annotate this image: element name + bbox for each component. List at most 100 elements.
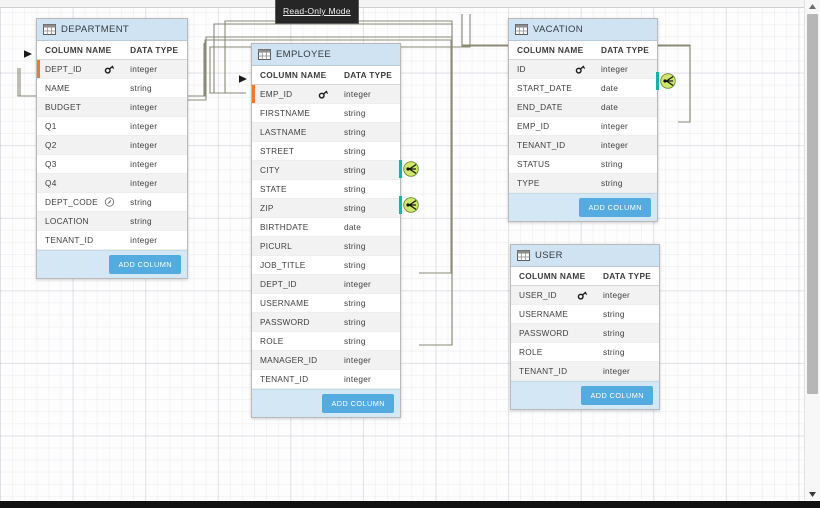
column-name-cell[interactable]: PICURL [252,236,336,256]
column-name-cell[interactable]: STATE [252,179,336,199]
column-name-cell[interactable]: BIRTHDATE [252,217,336,237]
column-name-cell[interactable]: CITY [252,160,336,180]
column-name-cell[interactable]: USERNAME [511,304,595,324]
column-name-cell[interactable]: NAME [37,78,123,98]
column-name-cell[interactable]: MANAGER_ID [252,350,336,370]
column-type-cell[interactable]: string [122,192,187,212]
column-name-cell[interactable]: DEPT_ID [37,59,123,79]
column-type-cell[interactable]: string [592,154,657,174]
column-type-cell[interactable]: integer [122,154,187,174]
column-name-cell[interactable]: TYPE [509,173,593,193]
column-name-cell[interactable]: ROLE [252,331,336,351]
column-type-cell[interactable]: string [122,78,187,98]
column-type-cell[interactable]: string [594,323,659,343]
column-name-cell[interactable]: Q2 [37,135,123,155]
column-type-cell[interactable]: string [335,236,400,256]
entity-title-bar[interactable]: VACATION [509,19,657,41]
column-name-cell[interactable]: FIRSTNAME [252,103,336,123]
column-type-cell[interactable]: date [592,97,657,117]
column-type-cell[interactable]: integer [122,230,187,250]
column-name-cell[interactable]: BUDGET [37,97,123,117]
vertical-scrollbar[interactable] [804,0,820,500]
column-type-cell[interactable]: integer [592,116,657,136]
column-name-cell[interactable]: PASSWORD [252,312,336,332]
scroll-up-arrow-icon[interactable] [807,1,818,13]
column-name-cell[interactable]: START_DATE [509,78,593,98]
column-type-cell[interactable]: string [335,103,400,123]
column-type-cell[interactable]: string [335,255,400,275]
column-name-cell[interactable]: LASTNAME [252,122,336,142]
column-type-cell[interactable]: string [335,179,400,199]
column-type-cell[interactable]: integer [122,59,187,79]
column-type-cell[interactable]: integer [592,59,657,79]
scroll-down-arrow-icon[interactable] [807,488,818,500]
column-type-cell[interactable]: integer [594,285,659,305]
column-name-cell[interactable]: TENANT_ID [252,369,336,389]
column-type-cell[interactable]: integer [122,135,187,155]
column-name-cell[interactable]: LOCATION [37,211,123,231]
column-type-cell[interactable]: integer [122,116,187,136]
column-type-cell[interactable]: string [335,122,400,142]
column-name-cell[interactable]: PASSWORD [511,323,595,343]
column-name-cell[interactable]: TENANT_ID [509,135,593,155]
column-name-cell[interactable]: ID [509,59,593,79]
column-type-cell[interactable]: string [594,342,659,362]
column-name-cell[interactable]: Q3 [37,154,123,174]
column-type-cell[interactable]: integer [594,361,659,381]
column-type-cell[interactable]: integer [592,135,657,155]
column-name-cell[interactable]: EMP_ID [252,84,336,104]
column-type-cell[interactable]: string [335,160,400,180]
add-column-button[interactable]: ADD COLUMN [322,394,394,413]
column-type-cell[interactable]: integer [122,173,187,193]
column-type-cell[interactable]: string [335,141,400,161]
column-type-cell[interactable]: date [592,78,657,98]
entity-title-bar[interactable]: DEPARTMENT [37,19,187,41]
column-name-cell[interactable]: TENANT_ID [37,230,123,250]
column-name-cell[interactable]: ROLE [511,342,595,362]
column-name-cell[interactable]: ZIP [252,198,336,218]
column-name-cell[interactable]: JOB_TITLE [252,255,336,275]
column-type-cell[interactable]: integer [335,274,400,294]
column-name-cell[interactable]: DEPT_CODE [37,192,123,212]
vertical-scrollbar-thumb[interactable] [807,14,818,394]
add-column-button[interactable]: ADD COLUMN [109,255,181,274]
add-column-button[interactable]: ADD COLUMN [581,386,653,405]
column-type-cell[interactable]: string [335,331,400,351]
column-type-cell[interactable]: string [594,304,659,324]
column-name-cell[interactable]: Q4 [37,173,123,193]
add-column-button[interactable]: ADD COLUMN [579,198,651,217]
column-type-cell[interactable]: string [592,173,657,193]
